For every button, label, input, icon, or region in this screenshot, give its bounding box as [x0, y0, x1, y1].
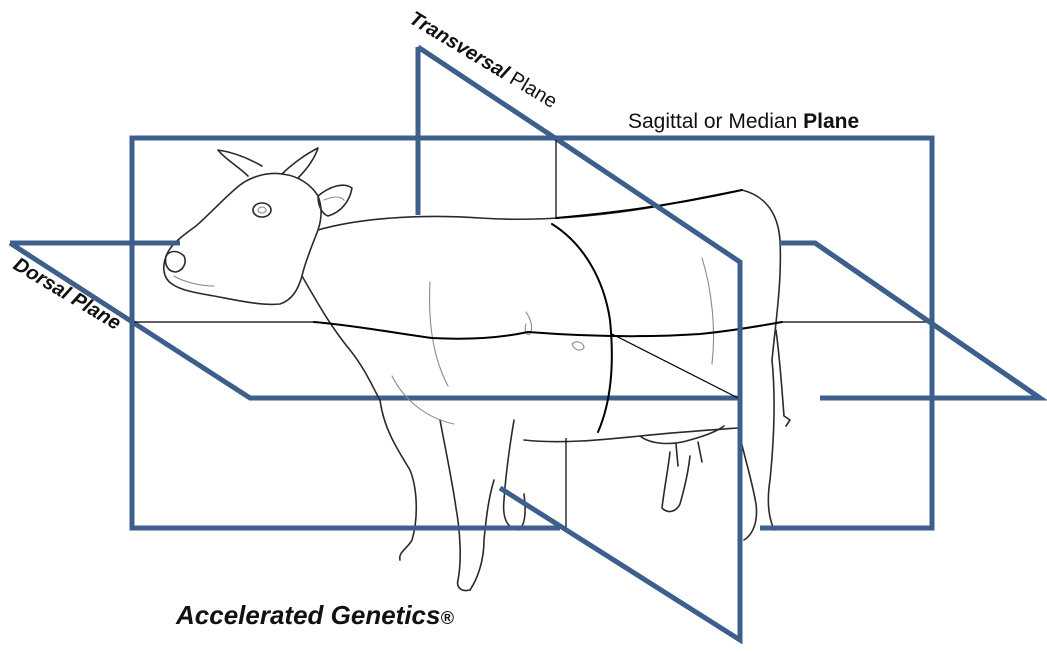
dorsal-plane-label: Dorsal Plane: [9, 253, 124, 334]
brand-logo-text: Accelerated Genetics®: [175, 600, 454, 630]
transversal-plane-front: [500, 140, 740, 640]
transversal-plane-label: TransversalPlane: [405, 7, 560, 112]
cow-illustration: [164, 148, 790, 591]
plane-intersection-lines: [132, 140, 932, 528]
sagittal-plane-label: Sagittal or Median Plane: [628, 110, 859, 133]
